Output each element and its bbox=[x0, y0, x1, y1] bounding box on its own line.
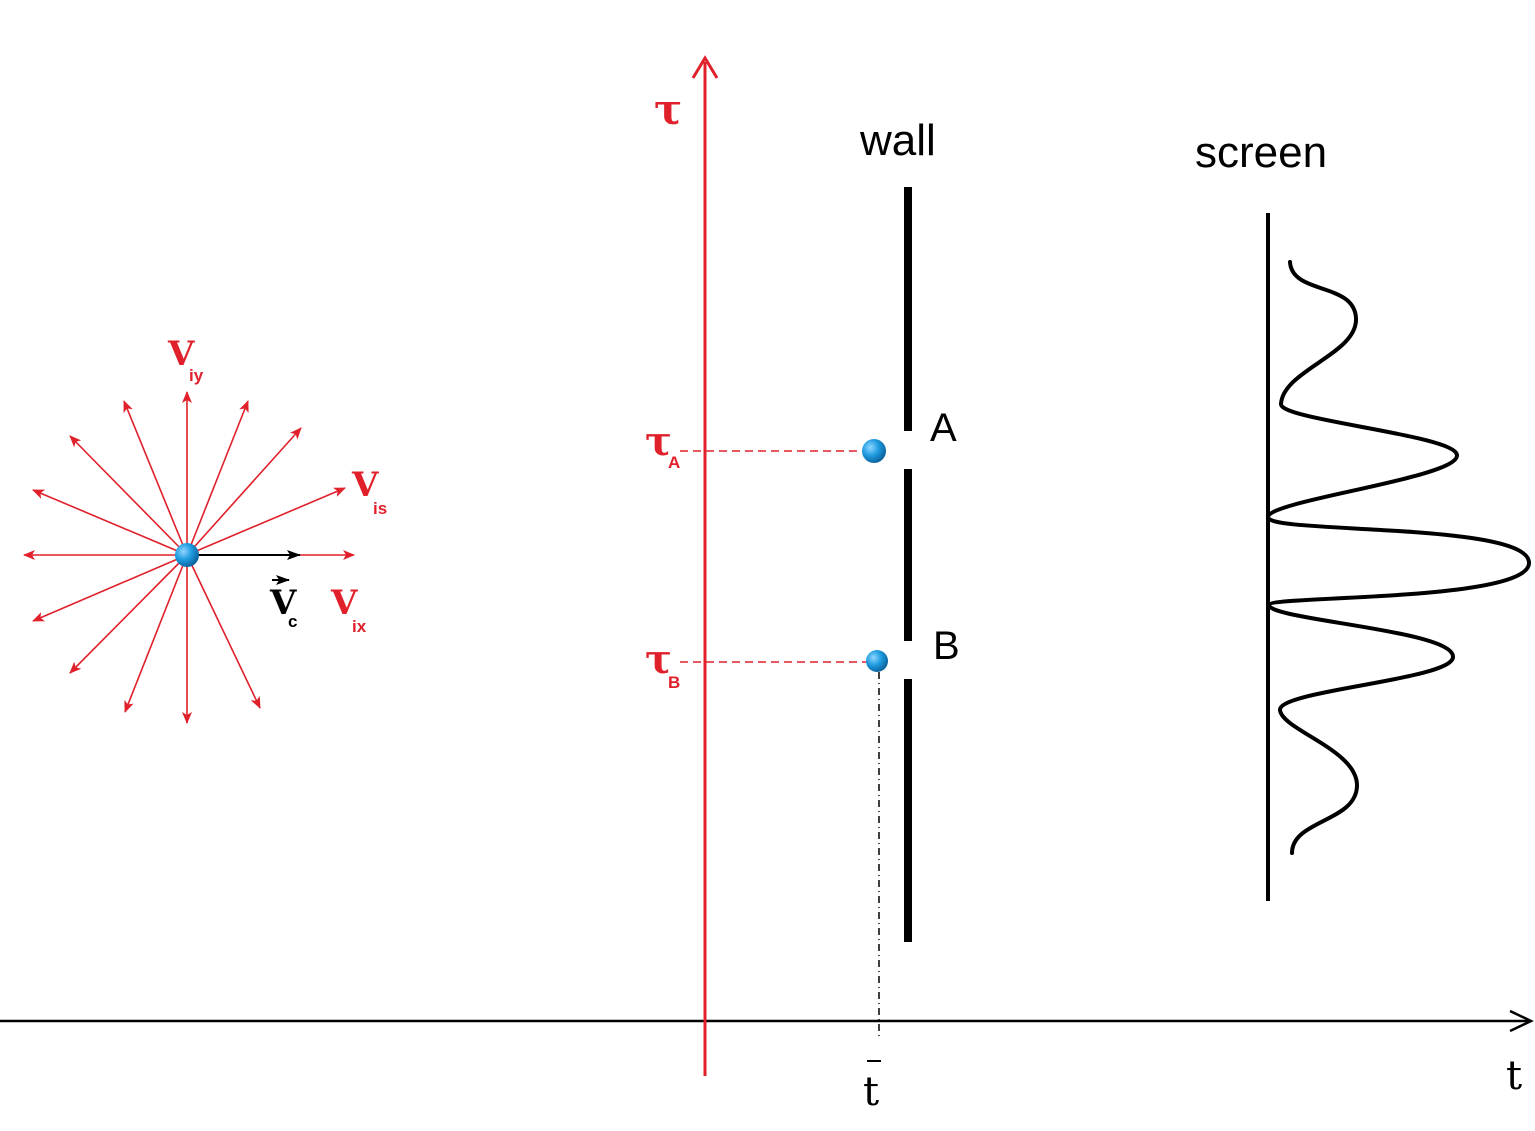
interference-pattern-curve bbox=[1265, 260, 1532, 855]
velocity-vector-wnw bbox=[32, 489, 188, 556]
slit-a-label: A bbox=[930, 406, 957, 450]
t-axis-arrowhead bbox=[1509, 1009, 1534, 1033]
velocity-vector-ene bbox=[186, 487, 346, 556]
velocity-vector-nne bbox=[186, 400, 249, 556]
velocity-vector-ne bbox=[186, 427, 302, 556]
v-iy-sub: iy bbox=[189, 366, 204, 385]
velocity-vector-sse bbox=[186, 554, 261, 709]
velocity-vector-sw bbox=[69, 554, 188, 674]
tau-b-sub: B bbox=[668, 673, 680, 692]
tau-axis-label: τ bbox=[654, 85, 682, 134]
tau-a-label: τ A bbox=[645, 418, 680, 472]
tau-b-label: τ B bbox=[645, 636, 680, 692]
velocity-vector-nnw bbox=[123, 400, 188, 556]
tau-a-sub: A bbox=[668, 453, 680, 472]
v-ix-label: V ix bbox=[330, 583, 367, 636]
t-axis-label: t bbox=[1506, 1053, 1522, 1099]
v-is-sub: is bbox=[373, 499, 387, 518]
tau-axis-arrowhead bbox=[691, 55, 719, 79]
v-c-label: V c bbox=[269, 575, 297, 631]
v-c-main: V bbox=[269, 583, 297, 623]
v-is-main: V bbox=[351, 465, 379, 505]
particle-at-slit-a bbox=[862, 439, 886, 463]
velocity-vector-nw bbox=[69, 435, 188, 556]
v-iy-main: V bbox=[167, 334, 195, 374]
v-iy-label: V iy bbox=[167, 334, 204, 385]
slit-b-label: B bbox=[933, 624, 960, 668]
tau-b-main: τ bbox=[645, 636, 672, 683]
v-ix-sub: ix bbox=[352, 617, 367, 636]
particle-at-slit-b bbox=[866, 650, 888, 672]
tau-a-main: τ bbox=[645, 418, 672, 465]
v-ix-main: V bbox=[330, 583, 358, 623]
source-particle bbox=[175, 543, 199, 567]
t-bar-text: t bbox=[863, 1069, 879, 1115]
wall-label: wall bbox=[859, 116, 936, 165]
v-is-label: V is bbox=[351, 465, 387, 518]
velocity-vector-ssw bbox=[124, 554, 188, 713]
t-bar-label: t bbox=[863, 1060, 881, 1115]
v-c-sub: c bbox=[288, 612, 297, 631]
velocity-vector-wsw bbox=[32, 554, 188, 622]
velocity-star bbox=[23, 391, 355, 724]
screen-label: screen bbox=[1195, 128, 1327, 177]
